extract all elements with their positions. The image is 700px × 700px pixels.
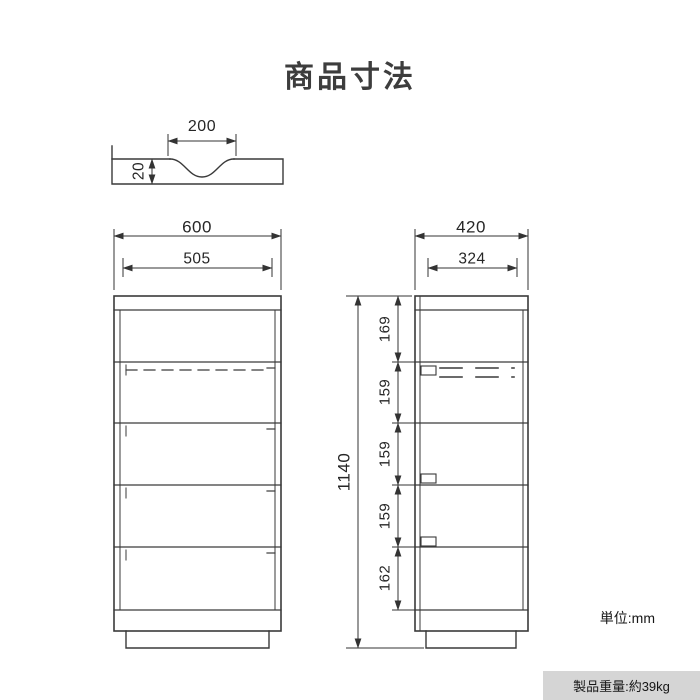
dim-label-section-height-1: 169: [376, 315, 394, 343]
unit-label: 単位:mm: [599, 610, 655, 626]
dim-label-front-outer-width: 600: [182, 217, 212, 237]
top-detail-dimension-lines: [148, 134, 237, 185]
front-view-outline: [113, 295, 282, 649]
dim-label-side-inner-depth: 324: [458, 250, 486, 268]
dim-label-front-inner-width: 505: [183, 250, 211, 268]
page-title: 商品寸法: [284, 60, 416, 95]
dim-label-panel-thickness: 20: [130, 161, 148, 181]
product-weight-label: 製品重量:約39kg: [573, 679, 670, 694]
top-detail-outline: [111, 145, 284, 185]
dim-label-side-outer-depth: 420: [456, 217, 486, 237]
dim-label-section-height-4: 159: [376, 502, 394, 530]
dimension-lines: [113, 229, 529, 649]
dim-label-total-height: 1140: [334, 452, 354, 492]
dim-label-section-height-3: 159: [376, 440, 394, 468]
dim-label-section-height-2: 159: [376, 378, 394, 406]
product-weight-badge: 製品重量:約39kg: [543, 671, 700, 700]
side-view-outline: [414, 295, 529, 649]
dim-label-section-height-5: 162: [376, 564, 394, 592]
dim-label-recess-width: 200: [187, 118, 217, 135]
